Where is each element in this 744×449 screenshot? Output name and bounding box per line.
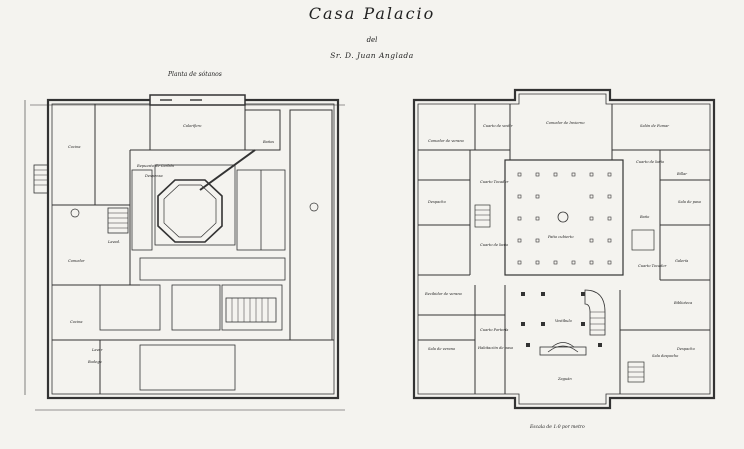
right-plan-room-label: Galería	[675, 259, 688, 263]
right-plan-room-label: Sala de verano	[428, 347, 456, 351]
scale-note: Escala de 1:0 por metro	[529, 424, 585, 430]
patio-column	[517, 238, 522, 243]
left-plan-room-label: Repuesto de Carbón	[136, 164, 175, 168]
right-plan-room-label: Recibidor de verano	[424, 292, 463, 296]
patio-column	[535, 238, 540, 243]
patio-column	[571, 172, 576, 177]
patio-column	[535, 172, 540, 177]
patio-column	[517, 194, 522, 199]
right-plan-room-label: Biblioteca	[673, 301, 692, 305]
right-plan-room-label: Cuarto Portería	[480, 328, 508, 332]
left-floor-plan	[24, 94, 345, 411]
left-plan-room-label: Baños	[262, 140, 274, 144]
patio-column	[589, 238, 594, 243]
left-plan-room-label: Calorífero	[183, 124, 202, 128]
patio-column	[571, 260, 576, 265]
left-plan-room-label: Lavad.	[107, 240, 120, 244]
patio-column	[535, 216, 540, 221]
patio-column	[589, 216, 594, 221]
left-plan-heading: Planta de sótanos	[167, 71, 222, 78]
right-floor-plan	[412, 88, 716, 410]
patio-column	[535, 260, 540, 265]
patio-column	[607, 260, 612, 265]
right-plan-room-label: Salón de Fumar	[640, 124, 669, 128]
left-plan-room-label: Bodega	[87, 360, 102, 364]
drawing-subtitle: del	[366, 36, 378, 44]
right-plan-room-label: Comedor de verano	[428, 139, 465, 143]
right-plan-room-label: Vestíbulo	[555, 319, 573, 323]
right-plan-room-label: Cuarto de vestir	[483, 124, 513, 128]
right-plan-room-label: Cuarto Tocador	[638, 264, 667, 268]
drawing-owner: Sr. D. Juan Anglada	[330, 51, 414, 60]
right-plan-room-label: Habitación de paso	[477, 346, 514, 350]
patio-column	[607, 172, 612, 177]
right-plan-room-label: Cuarto Tocador	[480, 180, 509, 184]
right-plan-room-label: Zaguán	[557, 377, 572, 381]
patio-column	[607, 194, 612, 199]
patio-column	[607, 238, 612, 243]
right-plan-room-label: Despacho	[676, 347, 696, 351]
right-plan-room-label: Baño	[639, 215, 650, 219]
left-plan-room-label: Lavar	[91, 348, 103, 352]
patio-column	[553, 172, 558, 177]
left-plan-room-label: Despensa	[144, 174, 163, 178]
right-plan-room-label: Sala de paso	[678, 200, 702, 204]
right-plan-room-label: Billar	[676, 172, 687, 176]
patio-column	[607, 216, 612, 221]
left-plan-room-label: Comedor	[68, 259, 85, 263]
patio-column	[589, 260, 594, 265]
right-plan-room-label: Sala despacho	[652, 354, 679, 358]
patio-column	[517, 172, 522, 177]
patio-column	[589, 172, 594, 177]
patio-column	[517, 216, 522, 221]
patio-column	[517, 260, 522, 265]
patio-column	[589, 194, 594, 199]
right-plan-room-label: Patio cubierto	[547, 235, 574, 239]
left-plan-room-label: Cocina	[70, 320, 83, 324]
right-plan-room-label: Cuarto de baño	[480, 243, 509, 247]
patio-column	[553, 260, 558, 265]
patio-column	[535, 194, 540, 199]
drawing-title: Casa Palacio	[308, 4, 436, 23]
left-plan-room-label: Cocina	[68, 145, 81, 149]
right-plan-room-label: Cuarto de baño	[636, 160, 665, 164]
right-plan-room-label: Comedor de Invierno	[546, 121, 585, 125]
right-plan-room-label: Despacho	[427, 200, 447, 204]
